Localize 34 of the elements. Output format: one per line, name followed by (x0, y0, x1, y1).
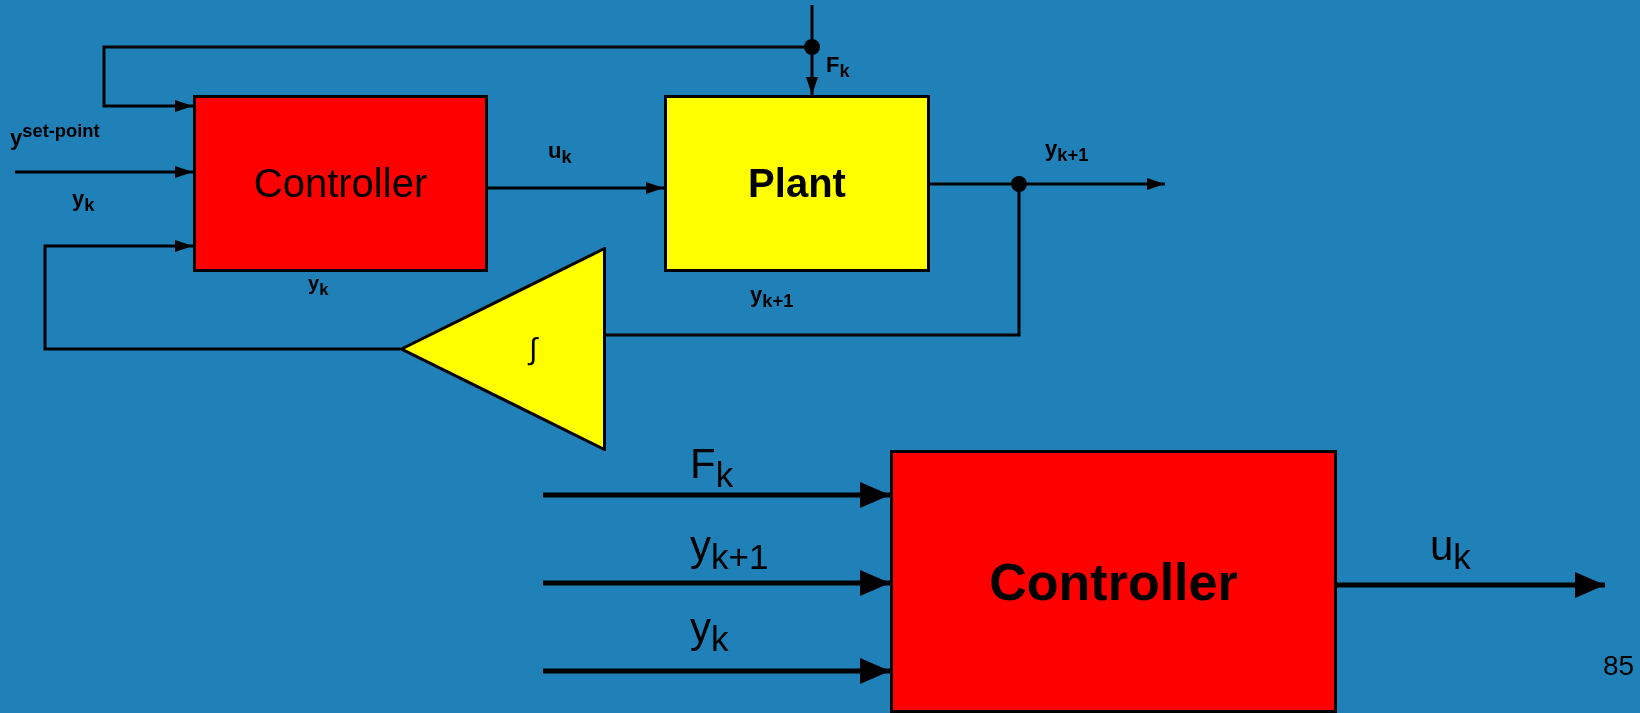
arrow (43, 240, 400, 351)
arrow (1027, 178, 1165, 190)
arrow (488, 182, 664, 194)
arrow (543, 570, 890, 596)
arrow (15, 166, 193, 178)
plant-block (664, 95, 930, 272)
edge-label: y$_{k}$ (690, 604, 729, 660)
edge-label: F$_{k}$ (826, 52, 850, 83)
block-label: Controller (989, 551, 1238, 612)
edge-label: y$_{k}$ (72, 186, 95, 217)
signal-label: y$_{k}$ (308, 272, 329, 300)
arrow (543, 658, 890, 684)
block-label: ∫ (528, 332, 538, 366)
connector-line (606, 192, 1021, 337)
connector-line (930, 182, 1011, 186)
edge-label: y$^{set-point}$ (10, 120, 100, 152)
edge-label: u$_{k}$ (548, 138, 572, 169)
arrow (543, 482, 890, 508)
connector-line (810, 5, 814, 39)
controller-block (193, 95, 488, 272)
controller-block (890, 450, 1337, 713)
junction-dot (804, 39, 820, 55)
edge-label: y$_{k+1}$ (750, 282, 794, 313)
edge-label: u$_{k}$ (1430, 522, 1471, 578)
junction-dot (1011, 176, 1027, 192)
arrow (102, 45, 804, 112)
edge-label: F$_{k}$ (690, 440, 734, 496)
block-label: Plant (748, 161, 846, 206)
page-number: 85 (1603, 650, 1635, 682)
edge-label: y$_{k+1}$ (690, 522, 769, 578)
arrow (806, 55, 818, 95)
block-label: Controller (253, 161, 428, 206)
arrow (1337, 572, 1605, 598)
edge-label: y$_{k+1}$ (1045, 136, 1089, 167)
